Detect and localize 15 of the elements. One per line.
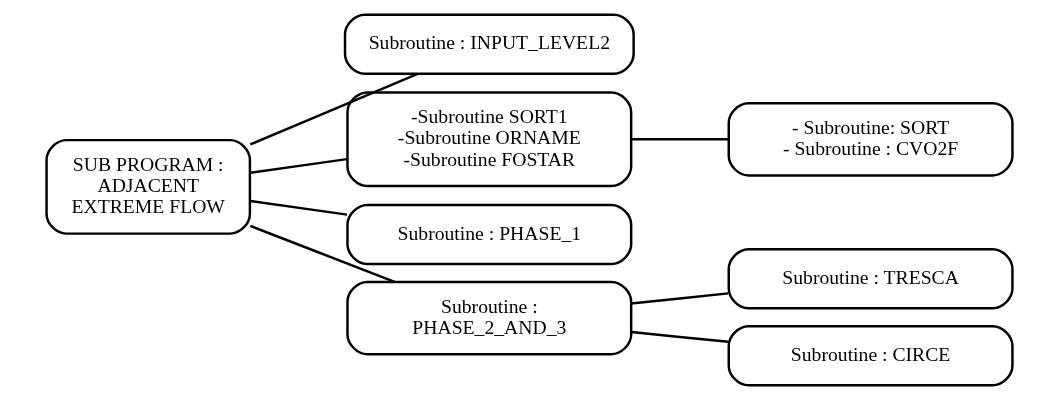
node-box: Subroutine : TRESCA xyxy=(727,247,1014,310)
node-box: Subroutine : PHASE_2_AND_3 xyxy=(346,280,633,356)
connector xyxy=(249,224,395,284)
connector xyxy=(631,330,729,343)
connector xyxy=(631,292,729,305)
connector xyxy=(250,199,348,216)
connector xyxy=(249,72,419,146)
connector xyxy=(250,157,348,174)
connector xyxy=(631,138,729,141)
node-box: Subroutine : CIRCE xyxy=(727,325,1014,387)
node-box: - Subroutine: SORT - Subroutine : CVO2F xyxy=(727,102,1014,177)
node-box: Subroutine : PHASE_1 xyxy=(346,203,633,266)
node-box: Subroutine : INPUT_LEVEL2 xyxy=(343,13,635,75)
node-box: SUB PROGRAM : ADJACENT EXTREME FLOW xyxy=(45,138,252,235)
node-box: -Subroutine SORT1 -Subroutine ORNAME -Subroutine FOSTAR xyxy=(346,91,633,188)
